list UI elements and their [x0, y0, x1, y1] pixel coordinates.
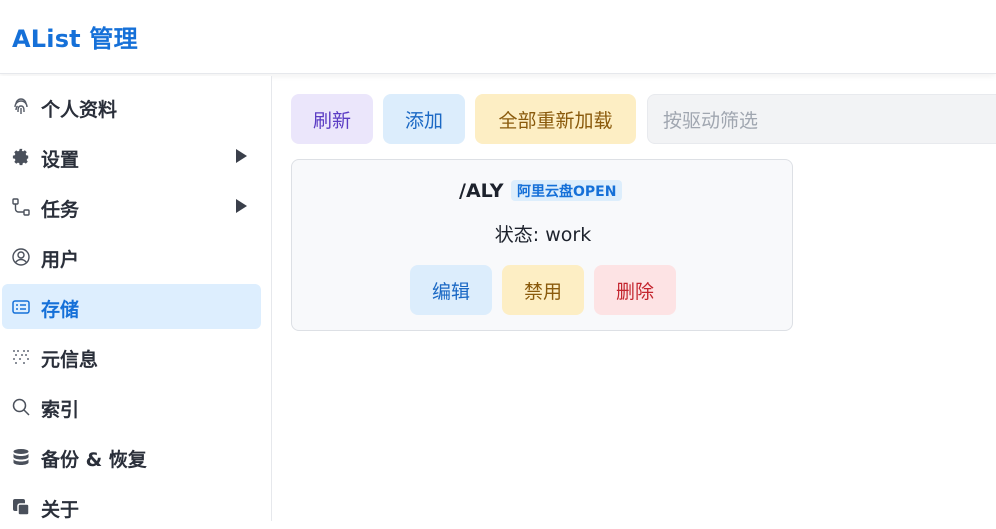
sidebar-item-label: 个人资料 — [41, 99, 118, 121]
mount-path: /ALY — [459, 180, 504, 202]
sidebar-item-label: 索引 — [41, 399, 80, 421]
sidebar-item-label: 设置 — [41, 149, 80, 171]
disable-button[interactable]: 禁用 — [502, 265, 584, 315]
database-icon — [11, 447, 31, 467]
flow-icon — [11, 197, 31, 217]
sidebar-item-storage[interactable]: 存储 — [2, 284, 261, 329]
sidebar-item-about[interactable]: 关于 — [2, 484, 261, 529]
meta-grid-icon — [11, 347, 31, 367]
sidebar-item-label: 关于 — [41, 499, 80, 521]
sidebar-item-metas[interactable]: 元信息 — [2, 334, 261, 379]
sidebar-item-label: 任务 — [41, 199, 80, 221]
delete-button[interactable]: 删除 — [594, 265, 676, 315]
sidebar-item-settings[interactable]: 设置 — [2, 134, 261, 179]
sidebar-item-tasks[interactable]: 任务 — [2, 184, 261, 229]
driver-filter-input[interactable]: 按驱动筛选 — [647, 94, 996, 144]
app-title[interactable]: AList 管理 — [12, 25, 138, 53]
storage-card: /ALY 阿里云盘OPEN 状态: work 编辑 禁用 删除 — [291, 159, 793, 331]
sidebar-item-indexes[interactable]: 索引 — [2, 384, 261, 429]
gear-icon — [11, 147, 31, 167]
storage-icon — [11, 297, 31, 317]
storage-status: 状态: work — [494, 224, 592, 246]
sidebar-item-users[interactable]: 用户 — [2, 234, 261, 279]
sidebar-item-label: 存储 — [41, 299, 80, 321]
top-header: AList 管理 — [0, 0, 996, 74]
sidebar-item-profile[interactable]: 个人资料 — [2, 84, 261, 129]
driver-badge: 阿里云盘OPEN — [511, 180, 623, 201]
search-icon — [11, 397, 31, 417]
caret-right-icon[interactable] — [234, 198, 248, 214]
sidebar: 个人资料 设置 任务 用户 存储 — [0, 76, 272, 521]
add-button[interactable]: 添加 — [383, 94, 465, 144]
user-circle-icon — [11, 247, 31, 267]
sidebar-item-label: 用户 — [41, 249, 80, 271]
main-content: 刷新 添加 全部重新加载 按驱动筛选 /ALY 阿里云盘OPEN 状态: wor… — [273, 76, 996, 521]
caret-right-icon[interactable] — [234, 148, 248, 164]
sidebar-item-label: 元信息 — [41, 349, 99, 371]
reload-all-button[interactable]: 全部重新加载 — [475, 94, 636, 144]
sidebar-item-backup-restore[interactable]: 备份 & 恢复 — [2, 434, 261, 479]
edit-button[interactable]: 编辑 — [410, 265, 492, 315]
copy-icon — [11, 497, 31, 517]
sidebar-item-label: 备份 & 恢复 — [41, 449, 147, 471]
fingerprint-icon — [11, 97, 31, 117]
refresh-button[interactable]: 刷新 — [291, 94, 373, 144]
